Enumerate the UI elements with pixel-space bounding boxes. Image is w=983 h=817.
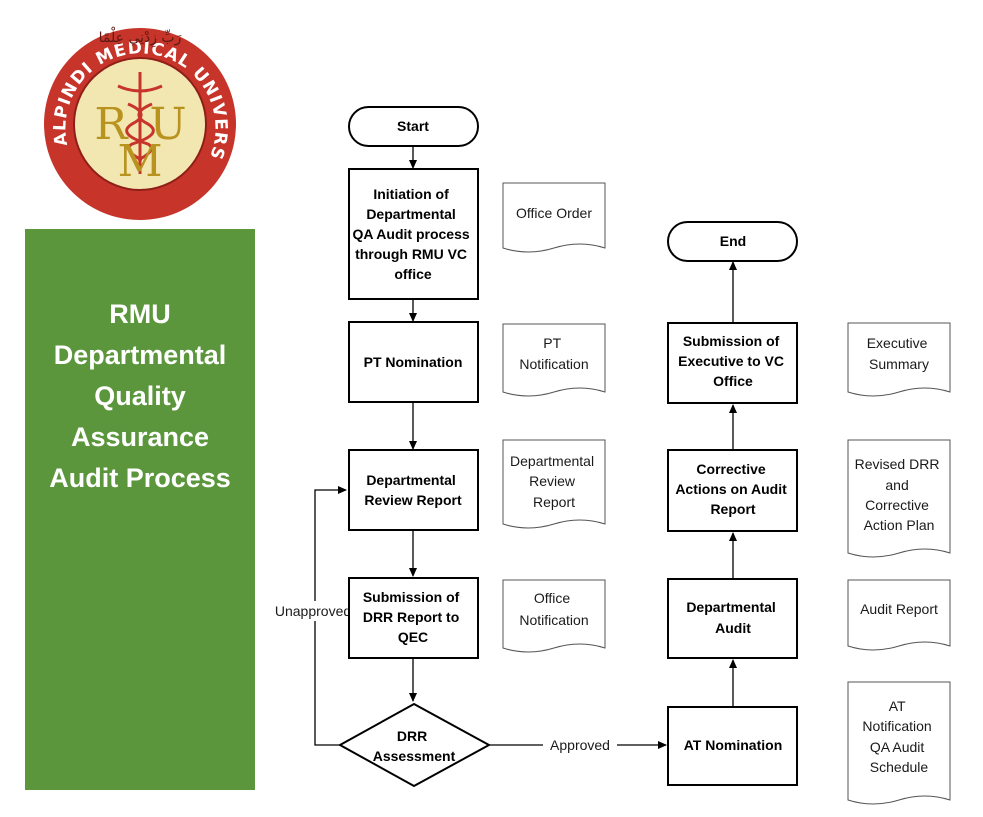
submission-exec-label: Submission of Executive to VC Office	[678, 333, 788, 389]
sidebar-green-panel	[25, 229, 255, 790]
approved-label: Approved	[550, 737, 610, 753]
dept-audit-box	[667, 578, 798, 659]
title-line: Departmental	[53, 340, 227, 370]
doc-office-notification-label: Office Notification	[519, 590, 588, 628]
title-line: Assurance	[70, 422, 210, 452]
pt-nomination-box	[348, 321, 479, 403]
title-line: Audit Process	[49, 463, 231, 493]
end-terminal	[667, 221, 798, 262]
drr-assessment-diamond	[337, 702, 492, 788]
doc-office-notification	[502, 579, 606, 653]
pt-nomination-label: PT Nomination	[364, 354, 463, 370]
logo-arabic-text: رَبِّ زِدْنِي عِلْمًا	[99, 27, 182, 47]
doc-executive-summary	[847, 322, 951, 397]
submission-drr-label: Submission of DRR Report to QEC	[363, 589, 463, 645]
doc-pt-notification	[502, 323, 606, 397]
drr-assessment-label: DRR Assessment	[373, 728, 456, 764]
doc-at-notification	[847, 681, 951, 805]
unapproved-label: Unapproved	[275, 603, 351, 619]
edge-label-bg	[268, 601, 358, 621]
doc-dept-review-report-label: Departmental Review Report	[510, 453, 598, 510]
document-shapes	[502, 182, 951, 805]
doc-at-notification-label: AT Notification QA Audit Schedule	[862, 698, 935, 775]
doc-audit-report-label: Audit Report	[860, 601, 938, 617]
doc-office-order	[502, 182, 606, 253]
start-label: Start	[397, 118, 429, 134]
submission-exec-box	[667, 322, 798, 404]
dept-review-label: Departmental Review Report	[364, 472, 462, 508]
doc-audit-report	[847, 579, 951, 651]
at-nomination-label: AT Nomination	[684, 737, 783, 753]
corrective-label: Corrective Actions on Audit Report	[675, 461, 790, 517]
submission-drr-box	[348, 577, 479, 659]
corrective-box	[667, 449, 798, 532]
doc-revised-drr-label: Revised DRR and Corrective Action Plan	[855, 456, 944, 533]
doc-revised-drr	[847, 439, 951, 558]
at-nomination-box	[667, 706, 798, 786]
doc-dept-review-report	[502, 439, 606, 529]
doc-pt-notification-label: PT Notification	[519, 335, 588, 372]
title-line: RMU	[109, 299, 171, 329]
start-terminal	[348, 106, 479, 147]
connectors	[314, 146, 737, 749]
end-label: End	[720, 233, 746, 249]
caduceus-icon	[117, 72, 163, 174]
doc-executive-summary-label: Executive Summary	[867, 335, 932, 372]
edge-label-bg	[543, 736, 617, 755]
dept-review-box	[348, 449, 479, 531]
doc-office-order-label: Office Order	[516, 205, 592, 221]
initiation-box	[348, 168, 479, 300]
dept-audit-label: Departmental Audit	[686, 599, 779, 636]
title-line: Quality	[94, 381, 186, 411]
initiation-label: Initiation of Departmental QA Audit proc…	[352, 186, 473, 282]
page-title: RMU Departmental Quality Assurance Audit…	[25, 294, 255, 499]
university-logo: RAWALPINDI MEDICAL UNIVERSITY رَبِّ زِدْ…	[38, 4, 236, 220]
